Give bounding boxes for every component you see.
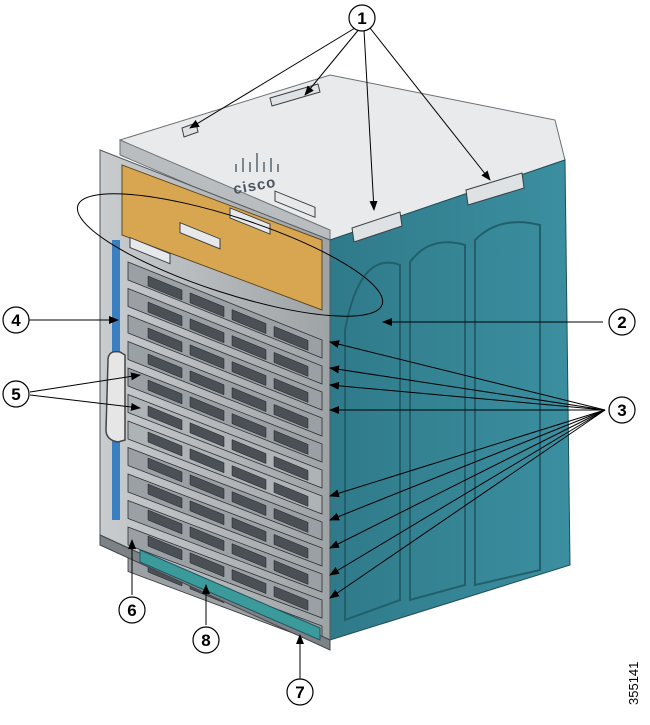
callout-3-leader [329, 409, 606, 549]
callout-2-circle [608, 308, 636, 336]
port-block [273, 560, 309, 585]
line-card [127, 340, 323, 437]
leader-lines [27, 27, 603, 680]
port-block [189, 526, 225, 552]
callout-5-circle [2, 380, 30, 408]
port-block [147, 301, 183, 327]
port-block [147, 483, 183, 509]
port-block [189, 448, 225, 474]
callout-8: 8 [192, 626, 220, 654]
port-block [231, 439, 267, 464]
callout-1: 1 [348, 4, 376, 32]
callout-3-leader [329, 409, 606, 521]
callout-3-leader [329, 409, 606, 599]
callout-3-leaders [329, 340, 606, 599]
port-block [273, 430, 309, 455]
line-card [127, 287, 323, 385]
callout-3-leader [329, 340, 606, 411]
callout-3-leader [329, 409, 606, 576]
callout-4-label: 4 [11, 311, 21, 330]
port-block [231, 361, 267, 386]
port-block [147, 457, 183, 483]
port-block [231, 543, 267, 568]
port-block [147, 509, 183, 535]
figure-id: 355141 [626, 662, 641, 705]
port-block [189, 344, 225, 370]
port-block [273, 534, 309, 559]
port-block [147, 379, 183, 405]
port-block [147, 327, 183, 353]
port-block [147, 535, 183, 561]
line-card [127, 314, 323, 411]
callout-6-circle [118, 596, 146, 624]
port-block [231, 569, 267, 594]
port-block [231, 413, 267, 438]
callout-2-label: 2 [617, 313, 626, 332]
port-block [273, 456, 309, 481]
port-block [273, 586, 309, 611]
port-block [273, 326, 309, 351]
callout-3: 3 [608, 396, 636, 424]
port-block [231, 309, 267, 334]
fan-tray-bay [121, 164, 323, 311]
callout-1-circle [348, 4, 376, 32]
callout-8-label: 8 [201, 631, 210, 650]
callout-3-circle [608, 396, 636, 424]
port-block [147, 275, 183, 301]
port-block [273, 508, 309, 533]
port-block [189, 370, 225, 396]
port-block [189, 474, 225, 500]
port-block [273, 482, 309, 507]
callout-1-label: 1 [357, 9, 366, 28]
callout-7: 7 [286, 678, 314, 706]
callout-6-label: 6 [127, 601, 136, 620]
port-block [231, 491, 267, 516]
fan-tray-handles [129, 190, 316, 265]
port-block [273, 404, 309, 429]
bottom-air-intake [139, 549, 321, 641]
port-block [147, 431, 183, 457]
port-block [231, 465, 267, 490]
port-block [189, 500, 225, 526]
port-block [189, 396, 225, 422]
callout-7-circle [286, 678, 314, 706]
callout-3-leader [329, 381, 606, 411]
port-block [189, 318, 225, 344]
port-block [189, 552, 225, 578]
line-card-slots [127, 261, 323, 645]
callout-5-label: 5 [11, 385, 20, 404]
line-card [127, 261, 323, 359]
port-block [273, 378, 309, 403]
port-block [231, 387, 267, 412]
callout-6: 6 [118, 596, 146, 624]
callout-7-label: 7 [295, 683, 304, 702]
port-block [147, 353, 183, 379]
port-block [189, 422, 225, 448]
port-block [189, 292, 225, 318]
port-block [231, 335, 267, 360]
callout-5: 5 [2, 380, 30, 408]
callout-4: 4 [2, 306, 30, 334]
callout-3-leader [329, 409, 606, 498]
chassis-handle [105, 350, 126, 443]
callout-4-circle [2, 306, 30, 334]
callout-3-label: 3 [617, 401, 626, 420]
port-block [231, 517, 267, 542]
port-block [147, 405, 183, 431]
port-block [273, 352, 309, 377]
callout-2: 2 [608, 308, 636, 336]
callout-3-leader [329, 365, 606, 411]
callouts: 1 2 3 4 5 6 7 8 [2, 4, 636, 706]
callout-8-circle [192, 626, 220, 654]
